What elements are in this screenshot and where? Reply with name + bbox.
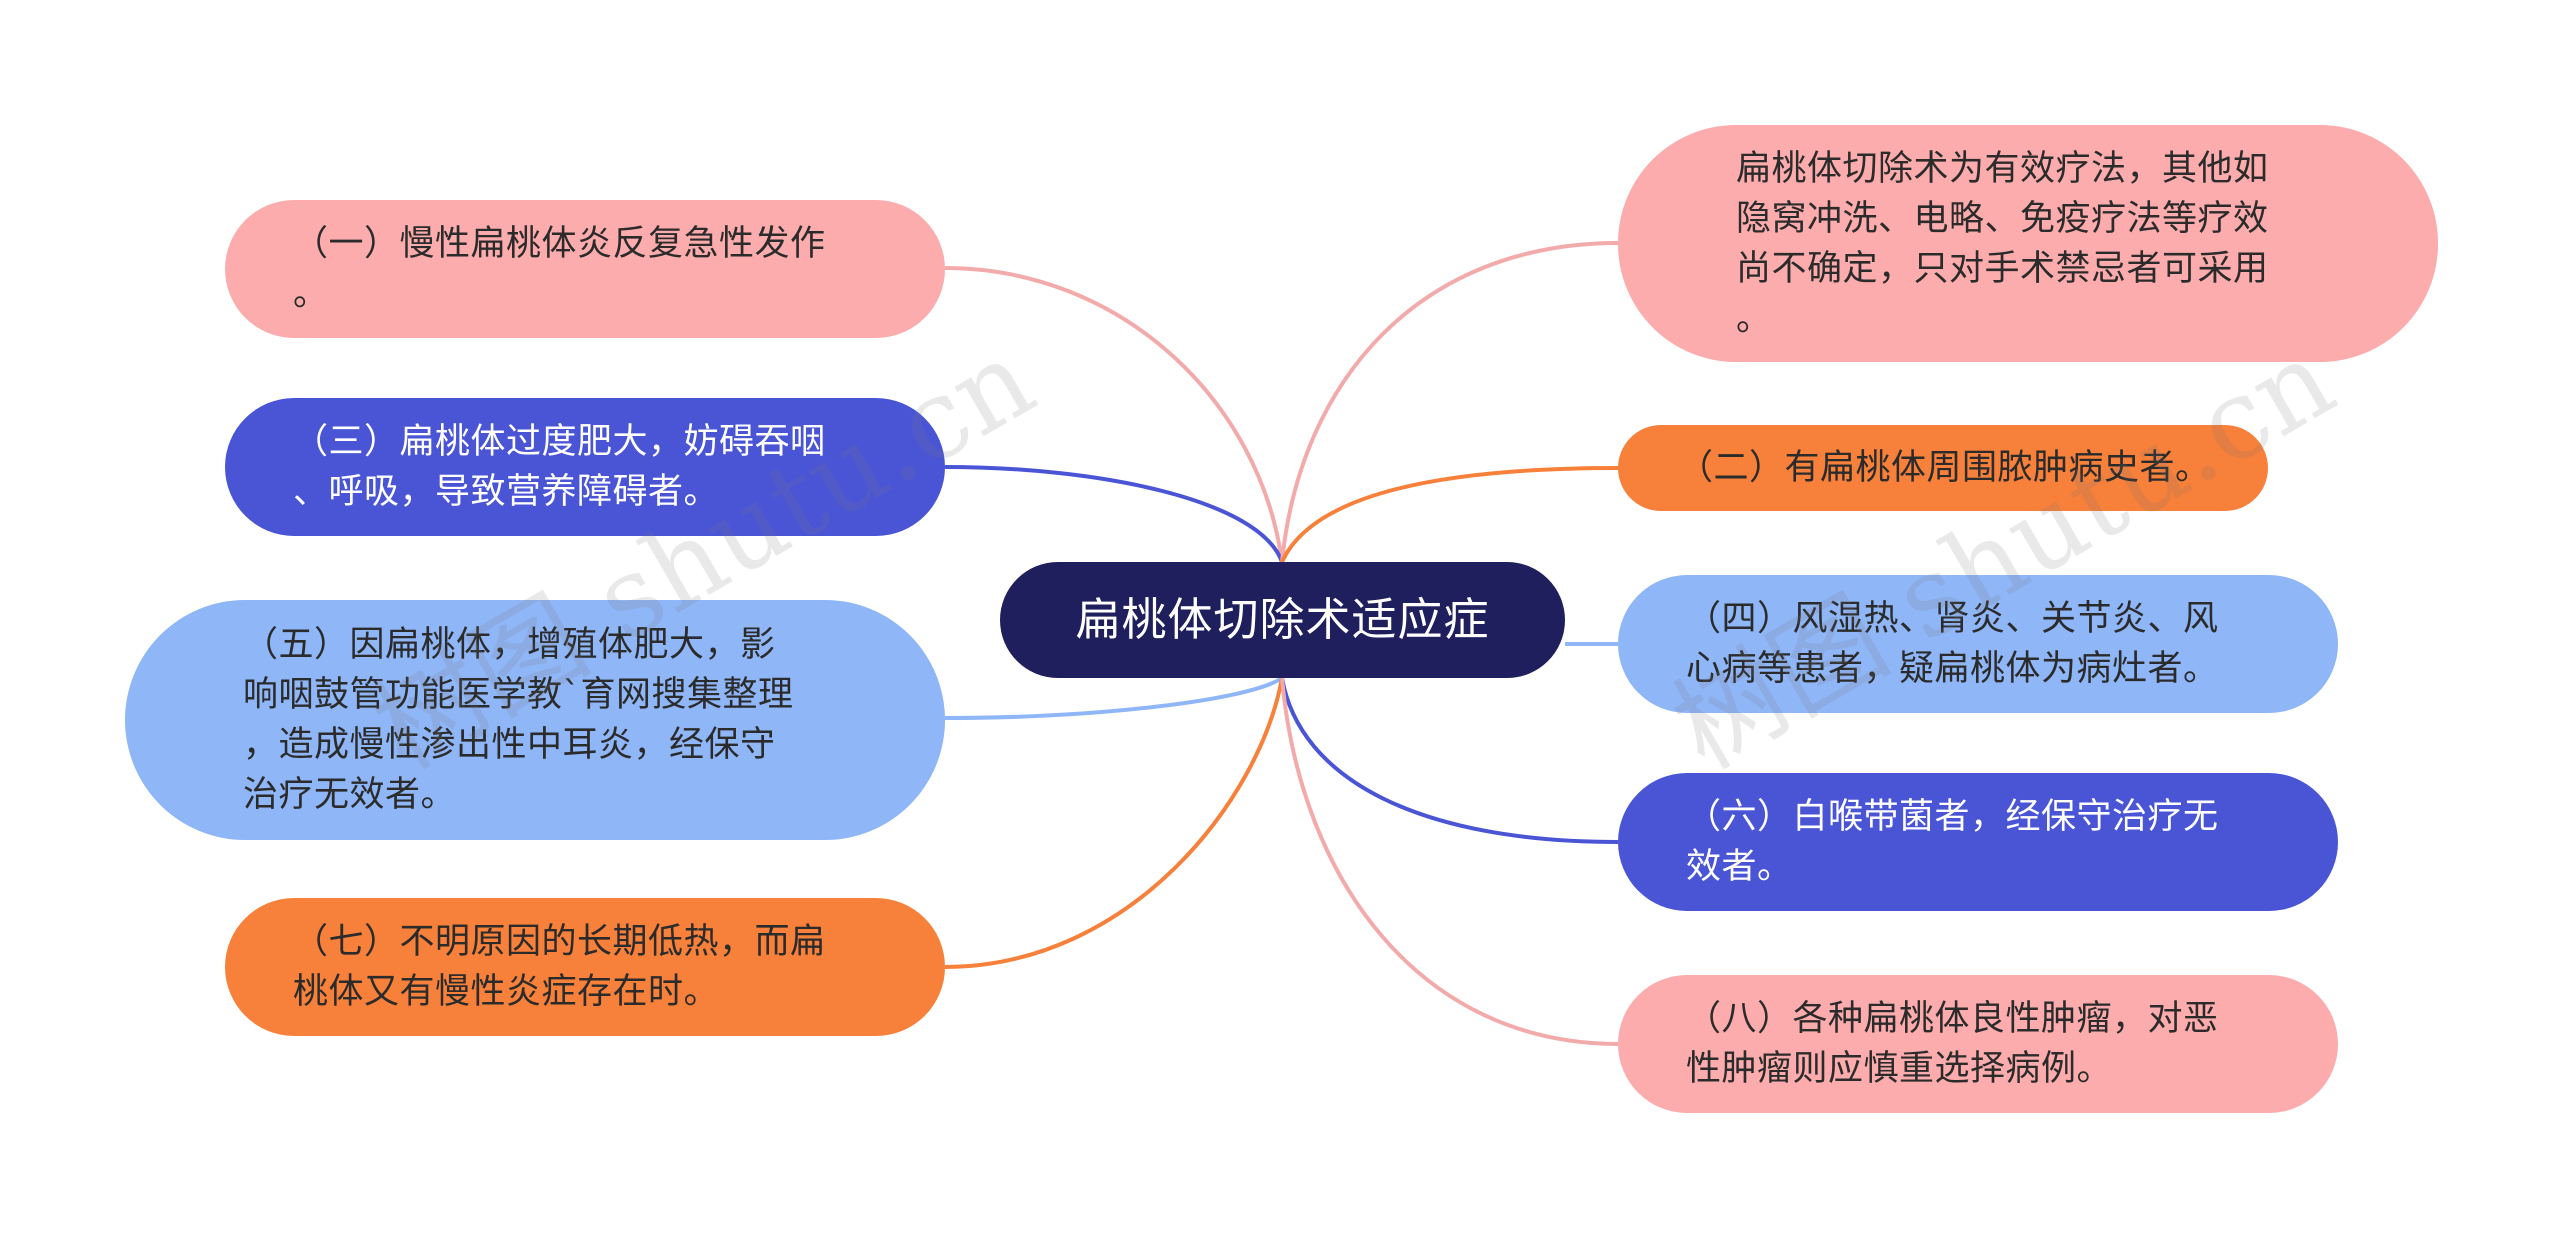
root-topic-label: 扁桃体切除术适应症	[1075, 593, 1490, 646]
topic-text: （三）扁桃体过度肥大，妨碍吞咽 、呼吸，导致营养障碍者。	[293, 422, 826, 512]
topic-node[interactable]: 扁桃体切除术为有效疗法，其他如 隐窝冲洗、电略、免疫疗法等疗效 尚不确定，只对手…	[1618, 125, 2438, 362]
topic-node[interactable]: （四）风湿热、肾炎、关节炎、风 心病等患者，疑扁桃体为病灶者。	[1618, 575, 2338, 713]
connector-r0	[1280, 241, 1619, 563]
topic-node[interactable]: （六）白喉带菌者，经保守治疗无 效者。	[1618, 773, 2338, 911]
connector-n3	[944, 465, 1284, 563]
topic-text: （七）不明原因的长期低热，而扁 桃体又有慢性炎症存在时。	[293, 922, 826, 1012]
connector-r8	[1280, 677, 1619, 1046]
topic-text: 扁桃体切除术为有效疗法，其他如 隐窝冲洗、电略、免疫疗法等疗效 尚不确定，只对手…	[1736, 148, 2269, 339]
topic-text: （四）风湿热、肾炎、关节炎、风 心病等患者，疑扁桃体为病灶者。	[1686, 599, 2219, 689]
topic-text: （八）各种扁桃体良性肿瘤，对恶 性肿瘤则应慎重选择病例。	[1686, 999, 2219, 1089]
topic-text: （二）有扁桃体周围脓肿病史者。	[1678, 448, 2211, 488]
topic-node[interactable]: （七）不明原因的长期低热，而扁 桃体又有慢性炎症存在时。	[225, 898, 945, 1036]
connector-r6	[1280, 677, 1619, 844]
connector-n1	[944, 266, 1284, 563]
topic-node[interactable]: （一）慢性扁桃体炎反复急性发作 。	[225, 200, 945, 338]
topic-node[interactable]: （五）因扁桃体，增殖体肥大，影 响咽鼓管功能医学教`育网搜集整理 ，造成慢性渗出…	[125, 600, 945, 840]
topic-node[interactable]: （三）扁桃体过度肥大，妨碍吞咽 、呼吸，导致营养障碍者。	[225, 398, 945, 536]
connector-n5	[944, 676, 1284, 720]
root-topic[interactable]: 扁桃体切除术适应症	[1000, 562, 1565, 678]
connector-r2	[1280, 466, 1619, 563]
topic-node[interactable]: （八）各种扁桃体良性肿瘤，对恶 性肿瘤则应慎重选择病例。	[1618, 975, 2338, 1113]
topic-text: （六）白喉带菌者，经保守治疗无 效者。	[1686, 797, 2219, 887]
topic-node[interactable]: （二）有扁桃体周围脓肿病史者。	[1618, 425, 2268, 511]
connector-n7	[944, 677, 1284, 969]
topic-text: （五）因扁桃体，增殖体肥大，影 响咽鼓管功能医学教`育网搜集整理 ，造成慢性渗出…	[243, 625, 794, 815]
topic-text: （一）慢性扁桃体炎反复急性发作 。	[293, 224, 826, 314]
